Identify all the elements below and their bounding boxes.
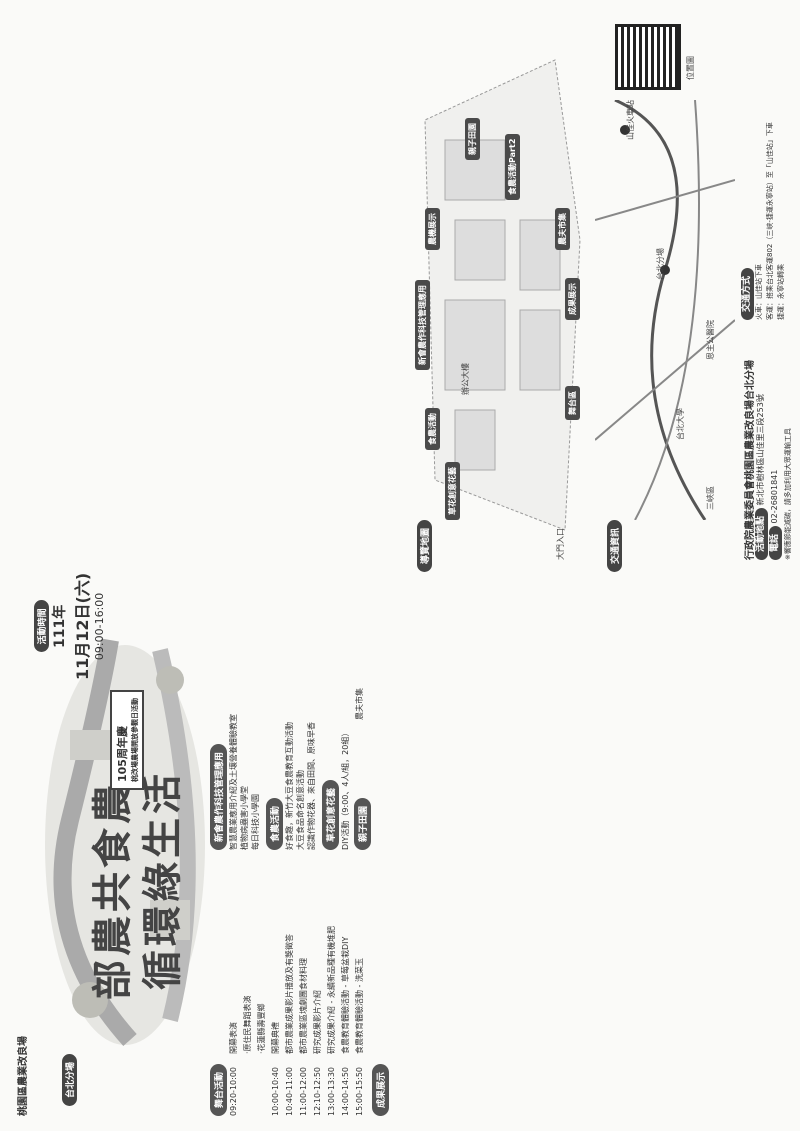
- map-tag-market: 農夫市集: [555, 208, 570, 250]
- event-date-block: 活動時間 111年 11月12日(六) 09:00-16:00: [30, 573, 106, 680]
- food-header: 食農活動: [266, 797, 283, 850]
- food-list: 好食趣，新竹大豆食農教育互動活動大豆食品命名創意活動認識作物花器、來自田間、原味…: [285, 722, 316, 850]
- flower-list: DIY活動（9:00、4人/組，20組）: [341, 728, 350, 850]
- main-title-2: 循環綠生活: [139, 770, 186, 990]
- anniversary-box: 105周年慶 桃改場農場開放參觀日活動: [110, 690, 144, 790]
- hero-illustration: [45, 638, 205, 1047]
- map-tag-flower: 草花創意花藝: [445, 462, 460, 520]
- transit-map: [595, 100, 735, 520]
- org-fullname: 行政院農業委員會桃園區農業改良場台北分場: [745, 360, 756, 560]
- transit-badge: 交通資訊: [603, 519, 622, 572]
- qr-code: [615, 24, 681, 90]
- route-label-branch: 台北分場: [656, 248, 665, 280]
- map-tag-results: 成果展示: [565, 278, 580, 320]
- footnote: ※響應節能減碳，請多加利用大眾運輸工具: [784, 428, 792, 560]
- map-tag-kids: 親子田園: [465, 118, 480, 160]
- route-label-hospital: 恩主公醫院: [706, 320, 715, 360]
- tech-list: 智慧農業應用介紹及土壤營養體驗教室植物病蟲害小學堂每日科技小學園: [229, 714, 260, 850]
- kids-header: 親子田園: [354, 797, 371, 850]
- route-label-station: 山佳火車站: [626, 100, 635, 140]
- map-label-entrance: 大門入口: [556, 528, 565, 560]
- location-label: 位置圖: [686, 56, 695, 80]
- route-label-ntpu: 台北大學: [676, 408, 685, 440]
- stage-header: 舞台活動: [210, 1063, 227, 1116]
- map-label-office: 辦公大樓: [461, 363, 470, 395]
- venue-map: [424, 59, 581, 531]
- route-label-sanxia: 三峽區: [706, 486, 715, 510]
- venue-badge: 台北分場: [58, 1053, 77, 1106]
- market-header-label: 農夫市集: [355, 688, 364, 720]
- map-tag-tech: 新會農作科技管理應用: [415, 280, 430, 370]
- flyer-back-panel: 導覽地圖 草花創意花藝 食農活動 新會農作科技管理應用 農機展示 親子田園 食農…: [405, 20, 792, 580]
- flower-header: 草花創意花藝: [322, 779, 339, 850]
- results-header: 成果展示: [372, 1063, 389, 1116]
- address-row: 活動地點 新北市樹林區山佳里三段253號: [755, 394, 768, 560]
- traffic-block: 交通方式 火車：山佳站下車 客運：搭乘台北客運802（三峽-捷運永寧站）至「山佳…: [741, 122, 785, 320]
- map-tag-food: 食農活動: [425, 408, 440, 450]
- stage-schedule: 09:20-10:00開幕表演 ·原住民舞蹈表演 ·花蓮縣壽豐鄉 10:00-1…: [229, 926, 364, 1116]
- flyer-front-panel: 桃園區農業改良場 台北分場 部農共食農 循環綠生活 105周年慶 桃改場農場開放…: [10, 565, 400, 1120]
- map-tag-machinery: 農機展示: [425, 208, 440, 250]
- phone-row: 電話 02-26801841: [769, 470, 782, 560]
- map-tag-stage: 舞台區: [565, 386, 580, 420]
- org-name: 桃園區農業改良場: [18, 1036, 29, 1116]
- tech-header: 新會農作科技管理應用: [210, 743, 227, 850]
- map-tag-food2: 食農活動Part2: [505, 133, 520, 200]
